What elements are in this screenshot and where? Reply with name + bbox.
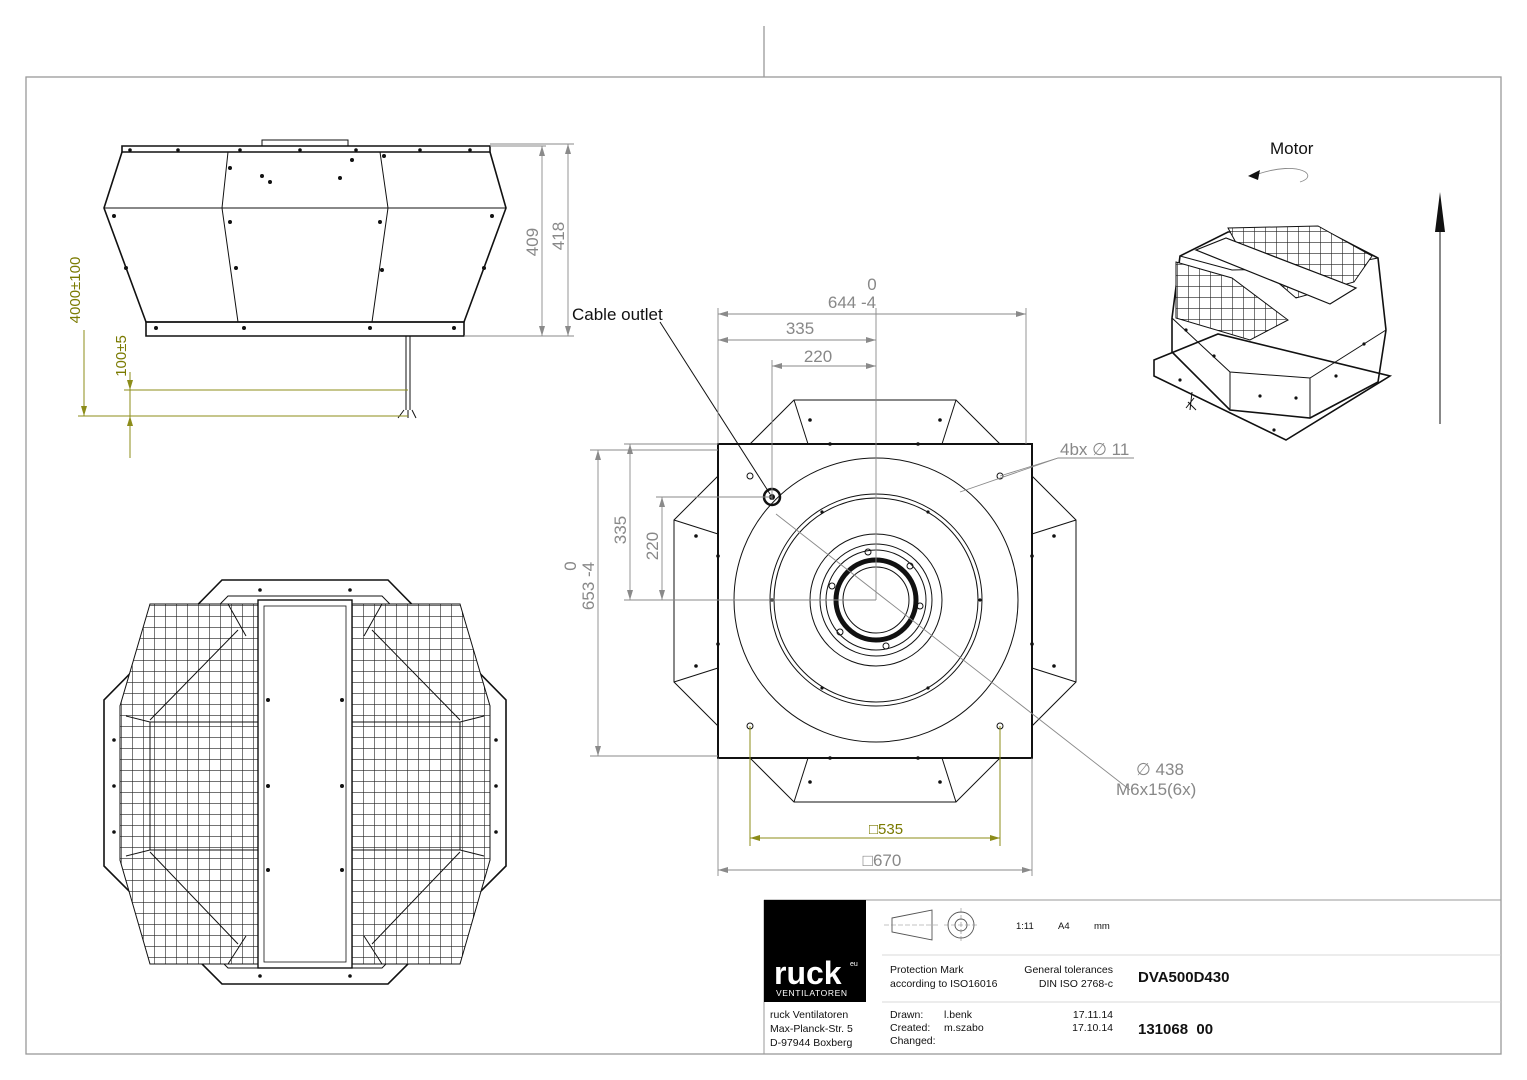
top-view-vertical-dimensions [590,443,876,757]
protection-mark-line2: according to ISO16016 [890,978,998,990]
drawn-date: 17.11.14 [1073,1009,1113,1021]
projection-symbol-icon [884,908,978,942]
side-view-rivets [112,148,494,330]
protection-mark-line1: Protection Mark [890,964,964,976]
product-code: DVA500D430 [1138,969,1229,986]
dim-y-335: 335 [611,516,630,544]
company-street: Max-Planck-Str. 5 [770,1023,853,1035]
logo-text: ruck [774,955,842,991]
dim-x-zero: 0 [867,275,876,294]
top-view-rivets [694,418,1056,784]
dim-y-653: 653 -4 [579,562,598,610]
grille-view-rivets [112,588,498,978]
logo-sup: eu [850,961,858,968]
main-top-view [590,308,1134,876]
dim-cable-offset: 100±5 [113,335,130,377]
ruck-logo [764,900,866,1002]
top-view-horizontal-dimensions [717,308,1027,600]
motor-label: Motor [1270,139,1314,158]
dim-y-220: 220 [643,532,662,560]
side-view [78,139,574,458]
dim-height-418: 418 [549,222,568,250]
drawn-by: l.benk [944,1009,973,1021]
company-name: ruck Ventilatoren [770,1009,848,1021]
cable-outlet-label: Cable outlet [572,305,663,324]
drawn-label: Drawn: [890,1009,923,1021]
title-block [763,899,1501,1054]
scale-value: 1:11 [1016,921,1034,932]
created-label: Created: [890,1022,930,1034]
tolerances-line2: DIN ISO 2768-c [1039,978,1113,990]
dim-x-644: 644 -4 [828,293,876,312]
dim-height-409: 409 [523,228,542,256]
drawing-number: 131068 00 [1138,1021,1213,1038]
dim-base-670: □670 [863,851,902,870]
dim-y-zero: 0 [561,561,580,570]
side-view-cable-dimensions [78,330,408,458]
dim-x-220: 220 [804,347,832,366]
grille-top-view [103,579,507,985]
changed-label: Changed: [890,1035,936,1047]
thread-label: M6x15(6x) [1116,780,1196,799]
dim-cable-length: 4000±100 [67,257,84,324]
created-date: 17.10.14 [1072,1022,1113,1034]
company-city: D-97944 Boxberg [770,1037,852,1049]
tolerances-line1: General tolerances [1024,964,1113,976]
created-by: m.szabo [944,1022,984,1034]
diameter-label: ∅ 438 [1136,760,1184,779]
side-view-height-dimensions [464,143,574,337]
holes-label: 4bx ∅ 11 [1060,440,1129,459]
paper-size: A4 [1058,921,1070,932]
isometric-view [1153,167,1445,441]
dim-base-535: □535 [869,821,903,838]
logo-subtitle: VENTILATOREN [776,988,848,998]
top-view-base-dimensions [717,726,1033,876]
dim-x-335: 335 [786,319,814,338]
units: mm [1094,921,1110,932]
motor-bolt-holes [828,548,924,650]
iso-view-rivets [1178,328,1366,432]
